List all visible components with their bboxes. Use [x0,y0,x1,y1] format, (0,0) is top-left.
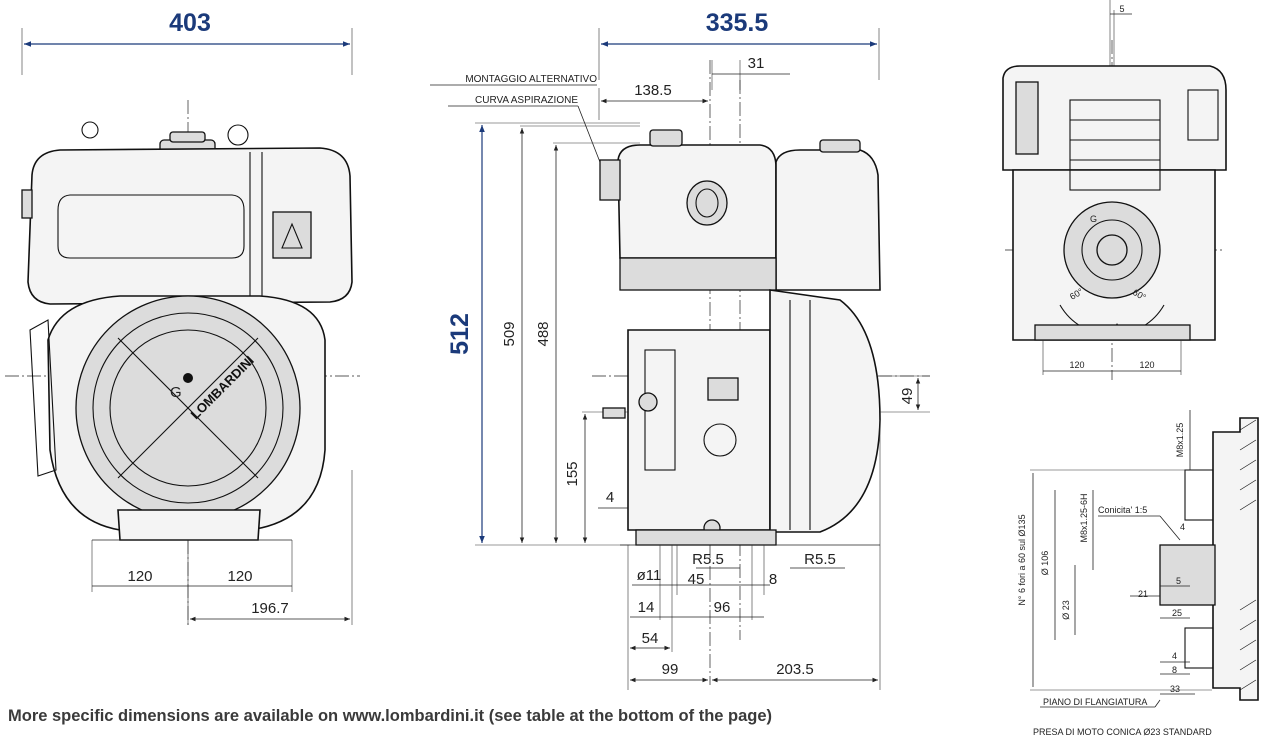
detail-diameter-106: Ø 106 [1040,551,1050,576]
front-offset: 196.7 [251,600,289,617]
detail-holes-note: N° 6 fori a 60 sul Ø135 [1017,514,1027,605]
detail-dim-4a: 4 [1180,522,1185,532]
detail-dim-8: 8 [1172,665,1177,675]
side-height-488: 488 [535,321,552,346]
assembly-note-line2: CURVA ASPIRAZIONE [475,95,578,106]
detail-inner-thread: M8x1.25-6H [1079,493,1089,542]
rear-base-left: 120 [1069,360,1084,370]
side-hole-diameter: ø11 [637,567,662,584]
detail-flange-plane: PIANO DI FLANGIATURA [1043,697,1147,707]
footnote: More specific dimensions are available o… [8,707,773,725]
side-overall-height: 512 [446,313,474,355]
detail-top-thread: M8x1.25 [1175,423,1185,458]
side-radius-right: R5.5 [804,551,836,568]
front-view: 403 G LOMBARDINI [5,9,360,625]
side-dim-54: 54 [642,630,659,647]
rear-mark-g: G [1090,214,1097,224]
side-dim-138-5: 138.5 [634,82,672,99]
front-base-right: 120 [227,568,252,585]
side-dim-31: 31 [748,55,765,72]
side-height-509: 509 [501,321,518,346]
assembly-note-line1: MONTAGGIO ALTERNATIVO [465,74,597,85]
side-dim-96: 96 [714,599,731,616]
detail-caption: PRESA DI MOTO CONICA Ø23 STANDARD [1033,727,1212,737]
side-dim-8: 8 [769,571,777,588]
side-radius-left: R5.5 [692,551,724,568]
detail-dim-4b: 4 [1172,651,1177,661]
rear-view: 5 60° 60° G A 120 120 [1002,0,1227,380]
side-dim-99: 99 [662,661,679,678]
side-dim-45: 45 [688,571,705,588]
side-dim-203-5: 203.5 [776,661,814,678]
detail-dim-25: 25 [1172,608,1182,618]
front-center-mark: G [170,384,182,401]
rear-base-right: 120 [1139,360,1154,370]
flange-hatching [1239,419,1257,691]
rear-top-dim: 5 [1119,4,1124,14]
detail-dim-5: 5 [1176,576,1181,586]
side-dim-49: 49 [899,388,916,405]
front-base-left: 120 [127,568,152,585]
side-dim-14: 14 [638,599,655,616]
front-overall-width: 403 [169,9,211,37]
side-overall-width: 335.5 [706,9,769,37]
side-height-155: 155 [564,461,581,486]
side-dim-4: 4 [606,489,614,506]
detail-diameter-23: Ø 23 [1061,600,1071,620]
detail-dim-21: 21 [1138,589,1148,599]
side-view: 335.5 31 138.5 MONTAGGIO ALTERNATIVO CUR… [430,9,930,690]
detail-view: N° 6 fori a 60 sul Ø135 Ø 106 Ø 23 M8x1.… [1017,410,1259,737]
detail-dim-33: 33 [1170,684,1180,694]
detail-taper: Conicita' 1:5 [1098,505,1147,515]
